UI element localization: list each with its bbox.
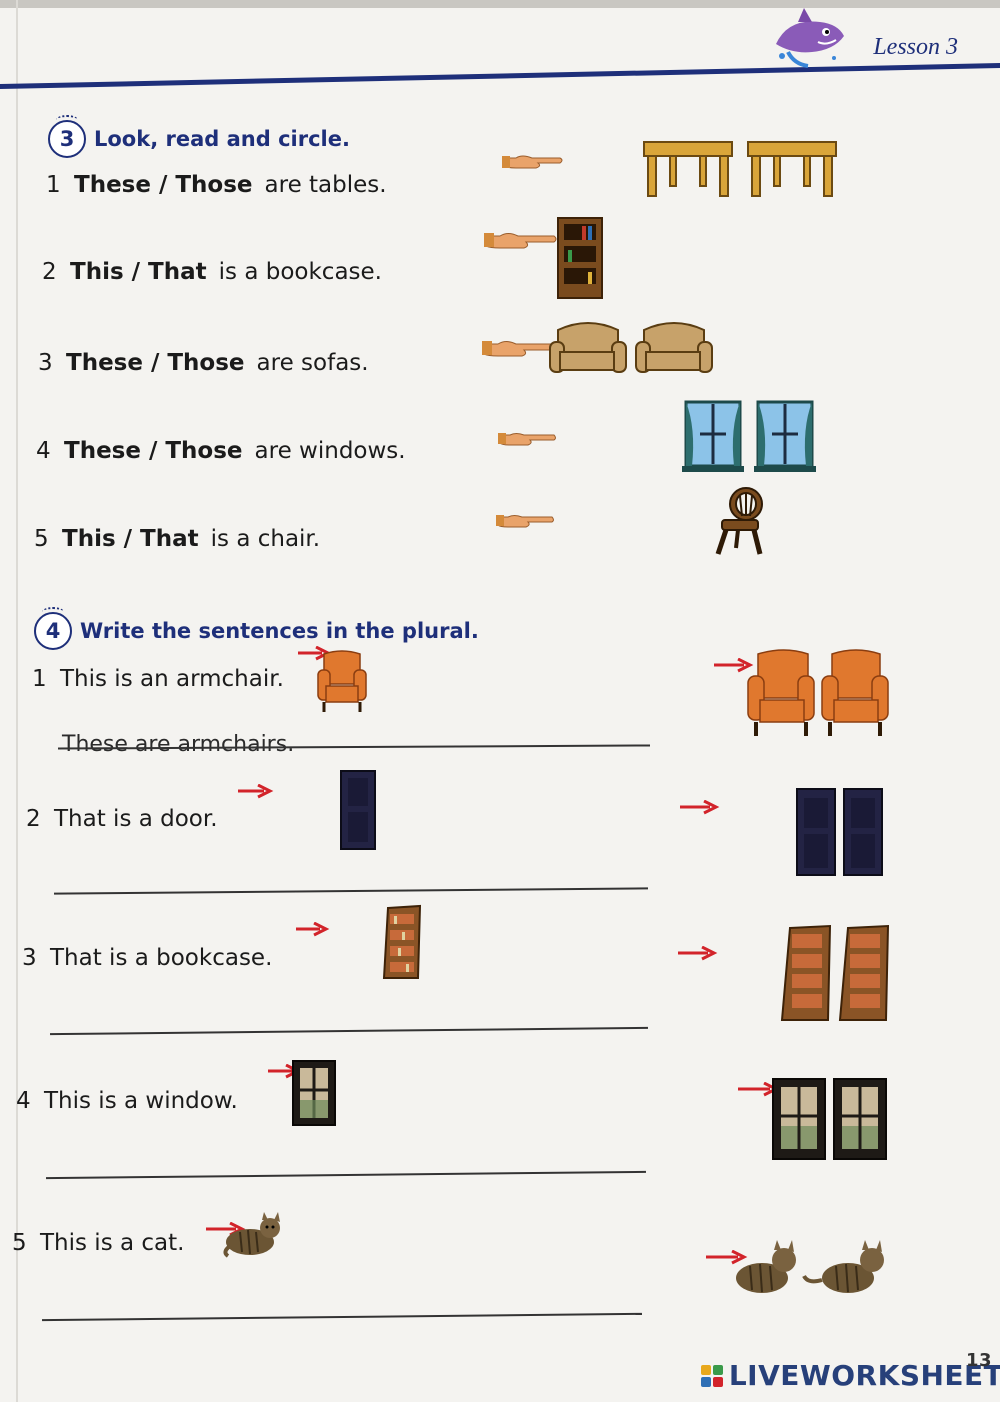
item-number: 3 <box>22 945 37 971</box>
choice-this-that[interactable]: This / That <box>62 526 199 552</box>
ex4-item-1: 1 This is an armchair. <box>32 666 284 692</box>
sentence-rest: is a bookcase. <box>218 259 382 285</box>
red-arrow-icon <box>678 946 718 961</box>
red-arrow-icon <box>238 784 274 799</box>
item-number: 1 <box>46 172 61 198</box>
cat-icon <box>223 1212 280 1258</box>
sentence: This is an armchair. <box>60 666 284 692</box>
ex4-item-3: 3 That is a bookcase. <box>22 945 272 971</box>
ex4-item-5: 5 This is a cat. <box>12 1230 184 1256</box>
item-number: 5 <box>34 526 49 552</box>
ex3-item-2: 2 This / That is a bookcase. <box>42 259 382 285</box>
pointing-hand-icon <box>484 233 557 249</box>
shark-mascot-icon <box>776 8 844 68</box>
exercise-3-heading: 3 Look, read and circle. <box>48 115 350 158</box>
pointing-hand-icon <box>496 515 554 528</box>
choice-these-those[interactable]: These / Those <box>64 438 243 464</box>
red-arrow-icon <box>680 800 720 815</box>
red-arrow-icon <box>296 922 330 937</box>
exercise-4-badge: 4 <box>34 607 72 650</box>
exercise-3-instruction: Look, read and circle. <box>94 127 350 151</box>
window-icon <box>682 400 816 472</box>
item-number: 1 <box>32 666 47 692</box>
sentence: That is a door. <box>54 806 218 832</box>
answer-field-5[interactable] <box>48 1290 628 1316</box>
sentence-rest: are tables. <box>264 172 387 198</box>
table-icon <box>643 141 837 197</box>
choice-these-those[interactable]: These / Those <box>74 172 253 198</box>
ex3-item-4: 4 These / Those are windows. <box>36 438 406 464</box>
sentence: That is a bookcase. <box>50 945 273 971</box>
red-arrow-icon <box>706 1250 748 1265</box>
ex4-item-2: 2 That is a door. <box>26 806 218 832</box>
pointing-hand-icon <box>498 433 556 446</box>
ex4-item-4: 4 This is a window. <box>16 1088 238 1114</box>
answer-field-4[interactable] <box>52 1148 632 1174</box>
door-icon <box>796 788 883 876</box>
pointing-hand-icon <box>482 341 557 357</box>
watermark-text: LIVEWORKSHEETS <box>728 1359 1000 1392</box>
exercise-4-instruction: Write the sentences in the plural. <box>80 619 479 643</box>
liveworksheets-watermark: LIVEWORKSHEETS 13 <box>700 1350 1000 1392</box>
sentence: This is a cat. <box>40 1230 185 1256</box>
page-top-edge <box>0 0 1000 8</box>
sofa-icon <box>549 322 713 373</box>
armchair-icon <box>747 649 889 736</box>
answer-field-2[interactable] <box>60 864 640 890</box>
pointing-hand-icon <box>502 155 563 169</box>
item-number: 5 <box>12 1230 27 1256</box>
item-number: 4 <box>36 438 51 464</box>
window-icon <box>292 1060 336 1126</box>
item-number: 2 <box>42 259 57 285</box>
choice-these-those[interactable]: These / Those <box>66 350 245 376</box>
answer-field-3[interactable] <box>56 1004 636 1030</box>
armchair-icon <box>317 650 367 712</box>
ex3-item-5: 5 This / That is a chair. <box>34 526 320 552</box>
item-number: 2 <box>26 806 41 832</box>
sentence-rest: are windows. <box>254 438 406 464</box>
item-number: 4 <box>16 1088 31 1114</box>
ex3-item-3: 3 These / Those are sofas. <box>38 350 369 376</box>
liveworksheets-logo-icon <box>700 1364 723 1387</box>
bookcase-icon <box>780 924 890 1021</box>
header-rule <box>0 58 1000 64</box>
ex3-item-1: 1 These / Those are tables. <box>46 172 387 198</box>
exercise-3-badge: 3 <box>48 115 86 158</box>
exercise-4-heading: 4 Write the sentences in the plural. <box>34 607 479 650</box>
page-margin <box>16 0 18 1402</box>
red-arrow-icon <box>714 658 754 673</box>
sentence: This is a window. <box>44 1088 238 1114</box>
item-number: 3 <box>38 350 53 376</box>
bookcase-icon <box>557 217 603 299</box>
answer-field-1[interactable]: These are armchairs. <box>62 732 295 757</box>
sentence-rest: are sofas. <box>256 350 369 376</box>
lesson-label: Lesson 3 <box>873 34 958 60</box>
chair-icon <box>715 487 763 555</box>
cat-icon <box>736 1240 884 1293</box>
choice-this-that[interactable]: This / That <box>70 259 207 285</box>
sentence-rest: is a chair. <box>210 526 321 552</box>
door-icon <box>340 770 376 850</box>
bookcase-icon <box>382 904 422 979</box>
page-number: 13 <box>965 1350 992 1371</box>
window-icon <box>772 1078 887 1160</box>
